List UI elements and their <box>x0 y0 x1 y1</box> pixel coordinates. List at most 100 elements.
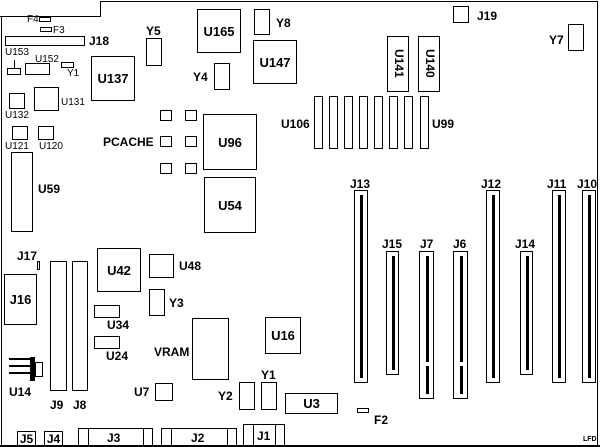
slot-j14 <box>520 251 533 375</box>
crystal-y5-label: Y5 <box>146 24 161 38</box>
crystal-y3-label: Y3 <box>169 296 184 310</box>
connector-j5: J5 <box>17 431 36 446</box>
chip-u3: U3 <box>285 393 338 414</box>
chip-u42-label: U42 <box>107 262 131 278</box>
slot-j7-contact-2 <box>425 366 429 394</box>
connector-j1-divider <box>275 425 276 445</box>
connector-j17-label: J17 <box>17 249 38 263</box>
chip-u34-label: U34 <box>107 318 130 332</box>
chip-u24 <box>94 336 120 349</box>
chip-u132 <box>9 93 25 109</box>
crystal-y4 <box>214 63 230 90</box>
regulator-u14-body <box>30 357 35 381</box>
memory-u99-label: U99 <box>432 117 455 131</box>
chip-u153-label: U153 <box>5 47 29 58</box>
connector-j3: J3 <box>78 428 153 446</box>
regulator-u14-pin <box>9 358 32 360</box>
chip-u48 <box>149 254 174 278</box>
slot-j11-label: J11 <box>547 177 567 191</box>
connector-j19-label: J19 <box>477 9 498 23</box>
slot-j12-contact <box>492 195 495 378</box>
board-edge-notch <box>100 1 101 17</box>
pcache-label: PCACHE <box>103 135 154 149</box>
chip-u131-label: U131 <box>61 97 85 108</box>
board-edge-bottom <box>0 445 600 447</box>
connector-j1: J1 <box>243 424 285 446</box>
connector-j9 <box>50 261 67 391</box>
chip-u16-label: U16 <box>271 328 295 343</box>
slot-j10-label: J10 <box>577 177 598 191</box>
regulator-u14-pin <box>9 372 32 374</box>
slot-j14-contact <box>525 256 529 370</box>
chip-u7-label: U7 <box>134 385 150 399</box>
connector-j2: J2 <box>161 428 237 446</box>
chip-u120-label: U120 <box>39 141 63 152</box>
crystal-y1-top <box>61 62 74 68</box>
crystal-y7 <box>568 24 584 51</box>
chip-u147: U147 <box>253 40 297 84</box>
chip-u165: U165 <box>197 9 241 53</box>
slot-j15-label: J15 <box>382 237 403 251</box>
slot-j13-contact <box>360 195 363 378</box>
chip-u141-label: U141 <box>392 49 406 78</box>
regulator-u14-pin <box>9 365 32 367</box>
chip-u141: U141 <box>387 36 409 92</box>
crystal-y2 <box>239 382 255 410</box>
fuse-f3 <box>40 27 52 32</box>
chip-u137: U137 <box>91 56 135 101</box>
crystal-y8-label: Y8 <box>276 16 291 30</box>
chip-u140-label: U140 <box>423 49 437 78</box>
crystal-y1-label: Y1 <box>261 368 276 382</box>
slot-j6-contact <box>459 256 463 362</box>
board-edge-left <box>1 16 2 446</box>
fuse-f2-label: F2 <box>374 413 389 427</box>
crystal-y4-label: Y4 <box>193 70 208 84</box>
memory-module <box>344 96 353 149</box>
slot-j7 <box>419 251 434 399</box>
regulator-u14-label: U14 <box>9 385 32 399</box>
chip-u121 <box>12 126 28 140</box>
connector-j16: J16 <box>4 274 37 325</box>
board-edge-top <box>100 1 598 2</box>
chip-u24-label: U24 <box>106 349 129 363</box>
slot-j10 <box>582 190 596 383</box>
connector-j1-label: J1 <box>257 429 271 443</box>
memory-module <box>404 96 413 149</box>
chip-u147-label: U147 <box>259 54 291 70</box>
cache-chip <box>185 110 197 121</box>
fuse-f4-label: F4 <box>27 14 39 25</box>
slot-j14-label: J14 <box>515 237 536 251</box>
slot-j11-contact <box>558 195 561 378</box>
cache-chip <box>160 110 172 121</box>
chip-u7 <box>155 383 173 401</box>
chip-u54-label: U54 <box>218 197 242 213</box>
connector-j2-divider <box>227 429 228 445</box>
connector-j16-label: J16 <box>9 292 32 307</box>
chip-u152-label: U152 <box>35 54 59 65</box>
crystal-y7-label: Y7 <box>549 33 564 47</box>
connector-j8 <box>72 261 88 391</box>
board-edge-right <box>597 1 598 447</box>
connector-j19 <box>453 6 469 23</box>
chip-u137-label: U137 <box>97 71 129 86</box>
slot-j13-label: J13 <box>350 177 371 191</box>
chip-u96-label: U96 <box>218 134 242 150</box>
connector-j5-label: J5 <box>19 431 34 446</box>
memory-module <box>359 96 368 149</box>
connector-j3-divider <box>143 429 144 445</box>
cache-chip <box>185 163 197 174</box>
crystal-y1-top-label: Y1 <box>67 68 80 79</box>
board-edge-top-left <box>0 16 100 17</box>
connector-j8-label: J8 <box>73 398 87 412</box>
chip-u132-label: U132 <box>5 110 29 121</box>
vram-label: VRAM <box>154 345 190 359</box>
chip-u48-label: U48 <box>179 259 202 273</box>
memory-module <box>389 96 398 149</box>
crystal-y2-label: Y2 <box>218 389 233 403</box>
slot-j12-label: J12 <box>481 177 502 191</box>
cache-chip <box>160 136 172 147</box>
connector-j3-label: J3 <box>107 431 121 445</box>
slot-j6-label: J6 <box>453 237 467 251</box>
chip-u165-label: U165 <box>203 23 235 39</box>
